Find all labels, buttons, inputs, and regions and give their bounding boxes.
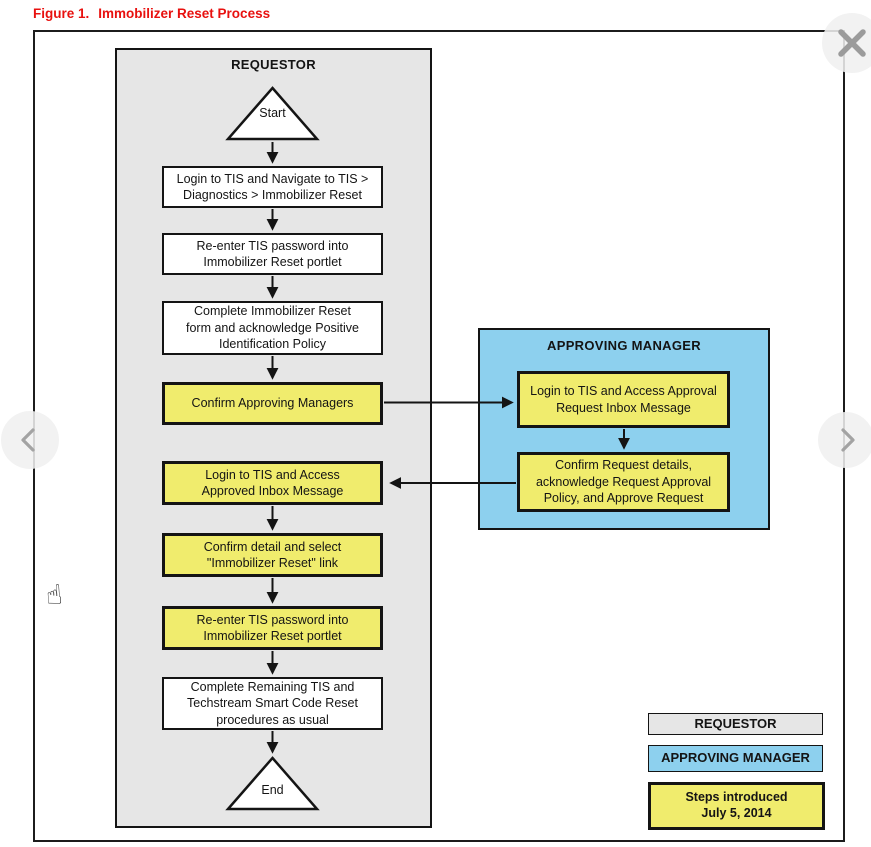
requestor-lane-header: REQUESTOR xyxy=(231,57,316,72)
step-login-navigate: Login to TIS and Navigate to TIS > Diagn… xyxy=(162,166,383,208)
figure-title: Immobilizer Reset Process xyxy=(98,6,271,21)
figure-caption: Figure 1. Immobilizer Reset Process xyxy=(33,6,270,21)
chevron-right-icon xyxy=(841,428,855,452)
prev-button[interactable] xyxy=(1,411,59,469)
chevron-left-icon xyxy=(21,428,35,452)
end-terminator xyxy=(225,756,320,811)
step-access-approved-inbox: Login to TIS and Access Approved Inbox M… xyxy=(162,461,383,505)
step-complete-form: Complete Immobilizer Reset form and ackn… xyxy=(162,301,383,355)
step-reenter-password-2: Re-enter TIS password into Immobilizer R… xyxy=(162,606,383,650)
step-complete-remaining: Complete Remaining TIS and Techstream Sm… xyxy=(162,677,383,730)
end-label: End xyxy=(261,783,284,797)
legend-steps-line2: July 5, 2014 xyxy=(701,806,772,820)
legend-approving-manager-label: APPROVING MANAGER xyxy=(661,750,810,766)
mgr-step-confirm-approve: Confirm Request details, acknowledge Req… xyxy=(517,452,730,512)
close-icon xyxy=(838,29,866,57)
legend-requestor-label: REQUESTOR xyxy=(694,715,777,731)
next-button[interactable] xyxy=(818,412,871,468)
legend-steps-line1: Steps introduced xyxy=(685,790,788,805)
legend-approving-manager: APPROVING MANAGER xyxy=(648,745,823,772)
mgr-step-access-approval-inbox: Login to TIS and Access Approval Request… xyxy=(517,371,730,428)
step-confirm-managers: Confirm Approving Managers xyxy=(162,382,383,425)
legend-requestor: REQUESTOR xyxy=(648,713,823,735)
legend-steps-introduced: Steps introduced July 5, 2014 xyxy=(648,782,825,830)
figure-number: Figure 1. xyxy=(33,6,90,21)
approving-manager-header: APPROVING MANAGER xyxy=(547,338,701,353)
start-label: Start xyxy=(259,106,286,120)
step-confirm-detail-link: Confirm detail and select "Immobilizer R… xyxy=(162,533,383,577)
close-button[interactable] xyxy=(822,13,871,73)
step-reenter-password-1: Re-enter TIS password into Immobilizer R… xyxy=(162,233,383,275)
start-terminator xyxy=(225,86,320,141)
